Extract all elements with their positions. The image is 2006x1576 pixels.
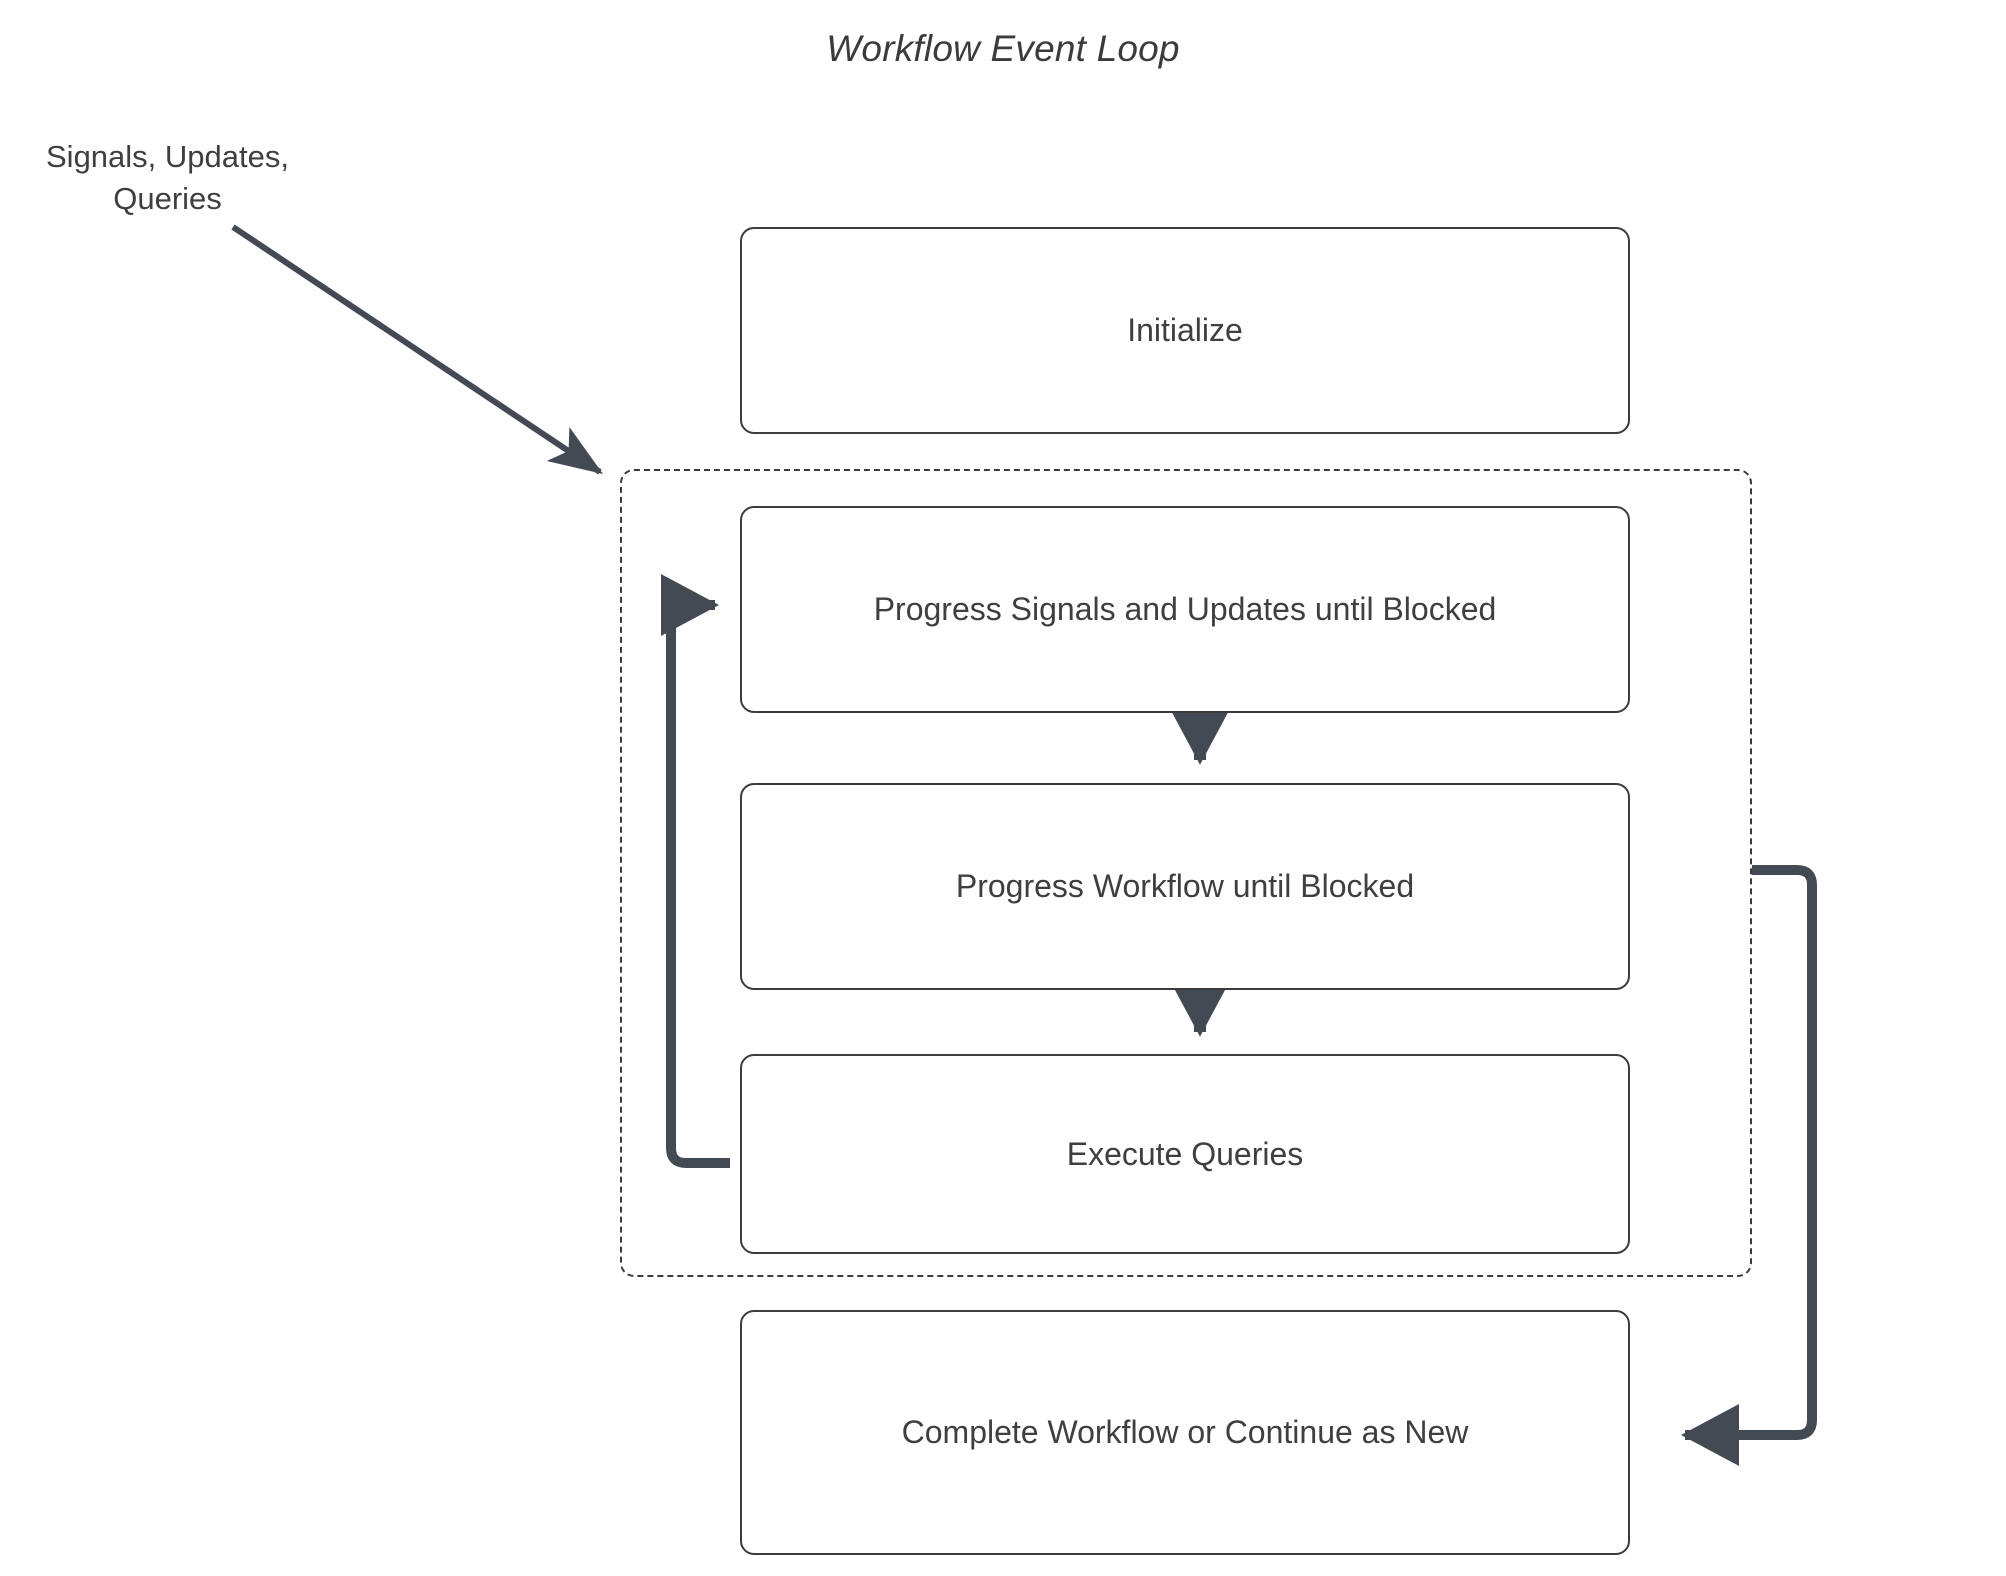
edge-external-to-loop: [231, 224, 603, 475]
event-loop-group: [620, 469, 1752, 1277]
external-input-label: Signals, Updates, Queries: [46, 139, 289, 216]
node-execute-queries-label: Execute Queries: [1066, 1135, 1304, 1172]
node-progress-signals[interactable]: Progress Signals and Updates until Block…: [740, 506, 1630, 713]
node-progress-workflow-label: Progress Workflow until Blocked: [955, 868, 1415, 905]
node-progress-workflow[interactable]: Progress Workflow until Blocked: [740, 783, 1630, 990]
node-complete-workflow[interactable]: Complete Workflow or Continue as New: [740, 1310, 1630, 1555]
edge-queries-loopback: [660, 574, 730, 1168]
node-execute-queries[interactable]: Execute Queries: [740, 1054, 1630, 1254]
node-complete-workflow-label: Complete Workflow or Continue as New: [901, 1414, 1469, 1451]
node-progress-signals-label: Progress Signals and Updates until Block…: [873, 591, 1497, 628]
page-title: Workflow Event Loop: [826, 28, 1180, 69]
edge-loop-to-complete: [1681, 865, 1817, 1466]
node-initialize[interactable]: Initialize: [740, 227, 1630, 434]
node-initialize-label: Initialize: [1127, 312, 1243, 349]
